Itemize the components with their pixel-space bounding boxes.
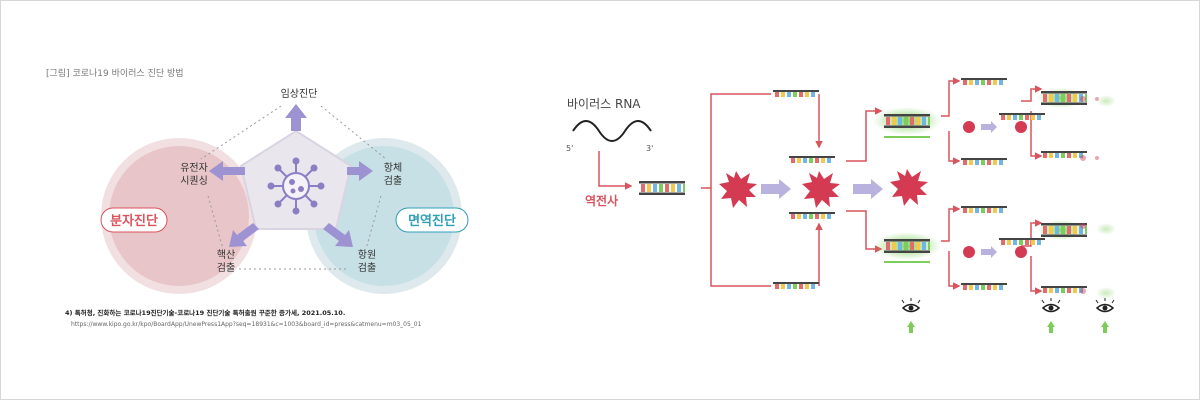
single-strand-bottom [773,282,819,289]
immune-badge-label: 면역진단 [408,213,456,229]
node-sequencing-line1: 유전자 [180,162,208,174]
node-antibody-line2: 검출 [384,175,402,187]
eye-icon [1041,297,1061,313]
strand-s5-4 [1041,286,1087,293]
small-arrow-2 [981,246,997,258]
virus-icon [267,157,325,215]
green-line-bottom [884,261,930,263]
arrow-up [285,104,307,131]
molecular-circle [109,146,249,286]
three-prime-label: 3' [646,144,653,153]
small-star-2 [963,246,975,258]
branch-lines [701,77,1043,295]
node-antigen-line2: 검출 [358,262,376,274]
arrow-down-left [229,223,259,247]
arrow-right [347,161,373,181]
arrow-down-right [323,223,353,247]
small-arrow-1 [981,121,997,133]
green-line-top [884,136,930,138]
eye-icon [1095,297,1115,313]
process-arrow-1 [761,179,791,199]
small-star-4 [1015,246,1027,258]
strand-s3-2 [961,158,1007,165]
rna-title: 바이러스 RNA [567,97,641,111]
immune-badge [395,207,469,233]
strand-s4-2 [999,238,1045,245]
molecular-badge [100,207,168,233]
molecular-badge-label: 분자진단 [110,213,158,229]
process-arrow-2 [853,179,883,199]
small-star-1 [963,121,975,133]
figure-caption: [그림] 코로나19 바이러스 진단 방법 [46,67,184,79]
direction-arrows [209,104,373,247]
strand-s4-1 [999,113,1045,120]
enzyme-star-1 [719,171,757,208]
enzyme-star-2 [802,171,840,208]
strand-s3-3 [961,206,1007,213]
primer-strand-top [789,156,835,163]
arrow-left [209,161,245,181]
rna-wave [572,120,652,142]
strand-s5-2 [1041,151,1087,158]
rt-arrow [598,151,633,190]
small-star-3 [1015,121,1027,133]
cdna-strand [639,181,685,195]
node-nucleic-line1: 핵산 [217,249,235,261]
rt-label: 역전사 [585,193,618,208]
node-antibody-line1: 항체 [384,162,402,174]
strand-s3-1 [961,78,1007,85]
node-antigen-line1: 항원 [358,249,376,261]
single-strand-top [773,90,819,97]
primer-strand-bottom [789,212,835,219]
node-nucleic-line2: 검출 [217,262,235,274]
final-products [1080,95,1116,299]
reference-line-1: 4) 특허청, 진화하는 코로나19진단기술-코로나19 진단기술 특허출원 꾸… [65,308,345,317]
enzyme-star-3 [890,169,928,206]
node-clinical: 임상진단 [281,87,318,100]
reference-line-2: https://www.kipo.go.kr/kpo/BoardApp/Unew… [71,321,422,328]
dotted-connectors [200,105,387,270]
up-arrow-icons [907,321,1109,333]
five-prime-label: 5' [566,144,573,153]
node-sequencing-line2: 시퀀싱 [180,175,208,187]
immune-circle [314,146,454,286]
strand-s3-4 [961,283,1007,290]
eye-icon [901,297,921,313]
